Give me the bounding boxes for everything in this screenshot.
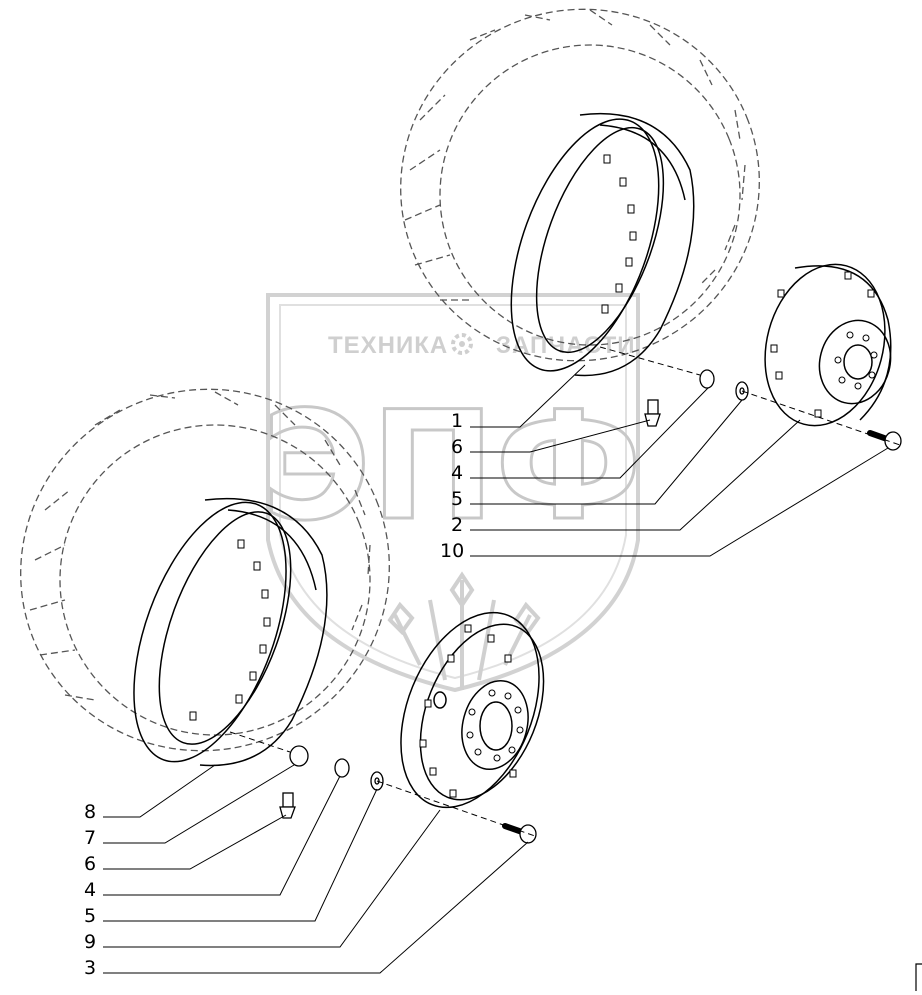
lower-tire	[20, 388, 390, 752]
lower-rim	[133, 497, 328, 767]
watermark-big-text: ЭПФ	[262, 380, 642, 554]
upper-callouts: 1 6 4 5 2 10	[440, 410, 464, 562]
callout-8: 8	[84, 801, 96, 823]
callout-5-upper: 5	[451, 488, 463, 510]
callout-6-upper: 6	[451, 436, 463, 458]
upper-hardware	[644, 369, 902, 451]
lower-hardware	[279, 745, 537, 844]
watermark: ТЕХНИКА ЗАПЧАСТИ ЭПФ	[261, 293, 644, 693]
corner-bracket	[915, 963, 922, 991]
callout-2: 2	[451, 514, 463, 536]
callout-5-lower: 5	[84, 905, 96, 927]
callout-3: 3	[84, 957, 96, 979]
upper-leader-lines	[470, 364, 889, 557]
callout-4-upper: 4	[451, 462, 463, 484]
lower-wheel-disc	[400, 611, 545, 809]
upper-wheel-disc	[764, 263, 892, 427]
lower-leader-lines	[103, 764, 529, 974]
callout-4-lower: 4	[84, 879, 96, 901]
watermark-text-left: ТЕХНИКА	[328, 332, 448, 359]
gear-icon	[451, 333, 473, 355]
callout-10: 10	[440, 540, 464, 562]
upper-rim	[510, 113, 695, 377]
lower-callouts: 8 7 6 4 5 9 3	[84, 801, 96, 979]
watermark-shield	[266, 293, 640, 693]
callout-7: 7	[84, 827, 96, 849]
callout-9: 9	[84, 931, 96, 953]
callout-1: 1	[451, 410, 463, 432]
watermark-text-right: ЗАПЧАСТИ	[496, 332, 636, 359]
callout-6-lower: 6	[84, 853, 96, 875]
upper-tire	[400, 8, 760, 362]
